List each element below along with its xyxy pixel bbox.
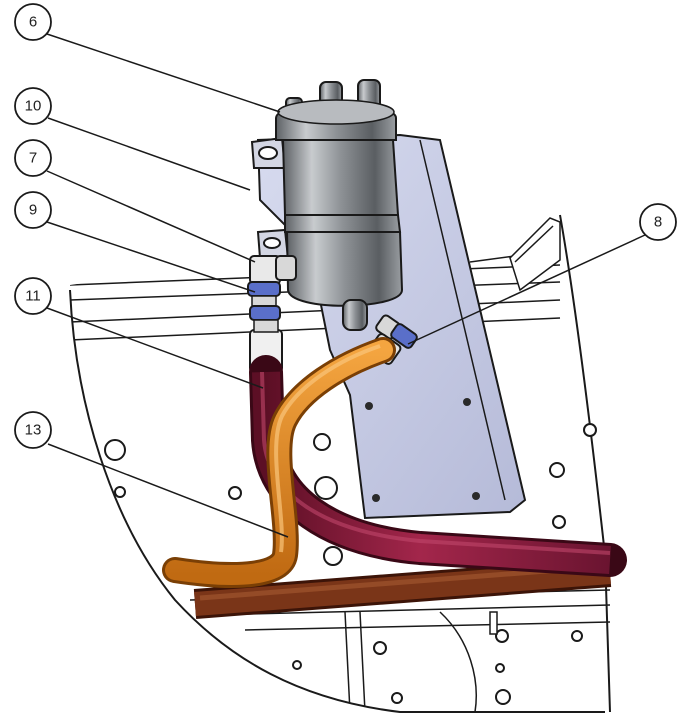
callout-11-label: 11 <box>25 288 41 305</box>
callout-10: 10 <box>14 87 52 125</box>
leader-9 <box>46 221 256 293</box>
callout-13-label: 13 <box>25 422 42 439</box>
callout-11: 11 <box>14 277 52 315</box>
blue-nut-lower <box>249 305 281 321</box>
panel-right-edge <box>559 214 611 713</box>
bracket-rivets <box>365 398 480 502</box>
leader-11 <box>46 307 264 389</box>
callout-9: 9 <box>14 191 52 229</box>
callout-8: 8 <box>639 203 677 241</box>
leader-13 <box>47 443 289 538</box>
inlet-elbow-fitting <box>247 255 297 373</box>
leader-7 <box>46 170 256 263</box>
orange-hose <box>162 337 396 588</box>
callout-13: 13 <box>14 411 52 449</box>
leader-lines <box>46 33 646 538</box>
callout-7: 7 <box>14 139 52 177</box>
callout-7-label: 7 <box>29 150 37 167</box>
leader-6 <box>46 33 281 113</box>
callout-6-label: 6 <box>29 14 37 31</box>
fuel-filter-canister <box>275 79 404 331</box>
callout-6: 6 <box>14 3 52 41</box>
lightening-holes <box>104 423 597 705</box>
blue-nut-upper <box>247 281 281 297</box>
leader-10 <box>47 117 251 191</box>
callout-10-label: 10 <box>25 98 42 115</box>
gusset-bracket <box>509 217 561 292</box>
callout-9-label: 9 <box>29 202 37 219</box>
frame-pin <box>489 611 498 635</box>
panel-outline <box>69 289 605 713</box>
callout-8-label: 8 <box>654 214 662 231</box>
leader-8 <box>407 234 646 345</box>
